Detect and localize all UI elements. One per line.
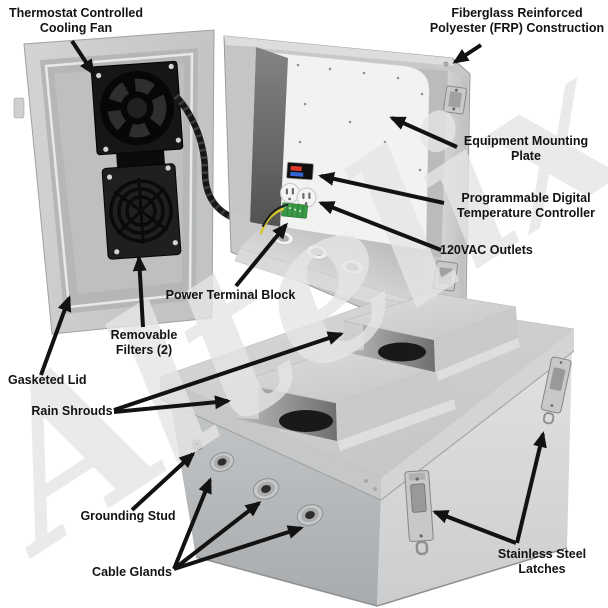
display-blue-digits <box>290 171 304 177</box>
arrow-gasketed-lid <box>39 295 72 376</box>
label-gasketed-lid: Gasketed Lid <box>8 373 87 387</box>
arrow-mounting-plate <box>389 116 458 149</box>
label-temp-controller: Programmable Digital Temperature Control… <box>457 191 595 221</box>
removable-filter-illustration <box>101 163 182 260</box>
cable-gland-1 <box>209 452 235 472</box>
arrow-frp <box>452 43 483 64</box>
arrow-grounding-stud <box>130 451 196 512</box>
box-latch-lower <box>432 260 459 292</box>
arrow-rain-shroud-front <box>113 395 231 414</box>
power-wire <box>262 204 288 227</box>
label-rain-shrouds: Rain Shrouds <box>31 404 113 418</box>
cable-gland-3 <box>296 504 324 526</box>
label-frp-construction: Fiberglass Reinforced Polyester (FRP) Co… <box>429 6 605 36</box>
latch-side <box>540 356 572 425</box>
arrow-latch-front <box>432 510 517 545</box>
rain-shroud-rear <box>343 292 520 381</box>
ground-wire <box>259 207 285 235</box>
arrow-temp-controller <box>318 171 445 205</box>
gland-holes <box>272 230 364 275</box>
arrow-cooling-fan <box>70 39 95 76</box>
label-cooling-fan: Thermostat Controlled Cooling Fan <box>8 6 144 36</box>
arrow-outlets <box>318 201 442 252</box>
outlet-1-illustration <box>280 183 300 203</box>
rain-shroud-front <box>235 344 456 451</box>
label-outlets: 120VAC Outlets <box>440 243 533 257</box>
cooling-fan-illustration <box>90 60 184 168</box>
outlet-2-illustration <box>296 187 317 208</box>
fan-cable <box>172 92 256 228</box>
latch-front <box>404 469 434 556</box>
display-red-digits <box>290 165 302 172</box>
cable-gland-2 <box>252 478 280 500</box>
label-mounting-plate: Equipment Mounting Plate <box>463 134 589 164</box>
label-terminal-block: Power Terminal Block <box>165 288 296 302</box>
label-cable-glands: Cable Glands <box>92 565 172 579</box>
arrow-terminal-block <box>234 222 288 288</box>
temperature-controller-illustration <box>286 161 314 181</box>
grounding-stud-illustration <box>191 439 203 451</box>
arrow-filters <box>132 255 147 328</box>
enclosure-interior <box>223 35 471 332</box>
label-grounding-stud: Grounding Stud <box>80 509 176 523</box>
mounting-plate-illustration <box>255 50 430 251</box>
arrow-latch-side <box>515 431 547 544</box>
plate-mounting-holes <box>266 60 424 172</box>
lid-gasket <box>44 52 194 309</box>
lid-top <box>159 298 575 479</box>
arrow-cable-gland-2 <box>172 501 262 571</box>
arrow-cable-gland-3 <box>173 525 304 571</box>
power-terminal-block-illustration <box>281 202 308 219</box>
arrow-cable-gland-1 <box>172 477 212 570</box>
body-left-face <box>170 400 381 606</box>
box-latch-upper <box>443 85 467 115</box>
label-filters: Removable Filters (2) <box>110 328 178 358</box>
label-latches: Stainless Steel Latches <box>497 547 587 577</box>
